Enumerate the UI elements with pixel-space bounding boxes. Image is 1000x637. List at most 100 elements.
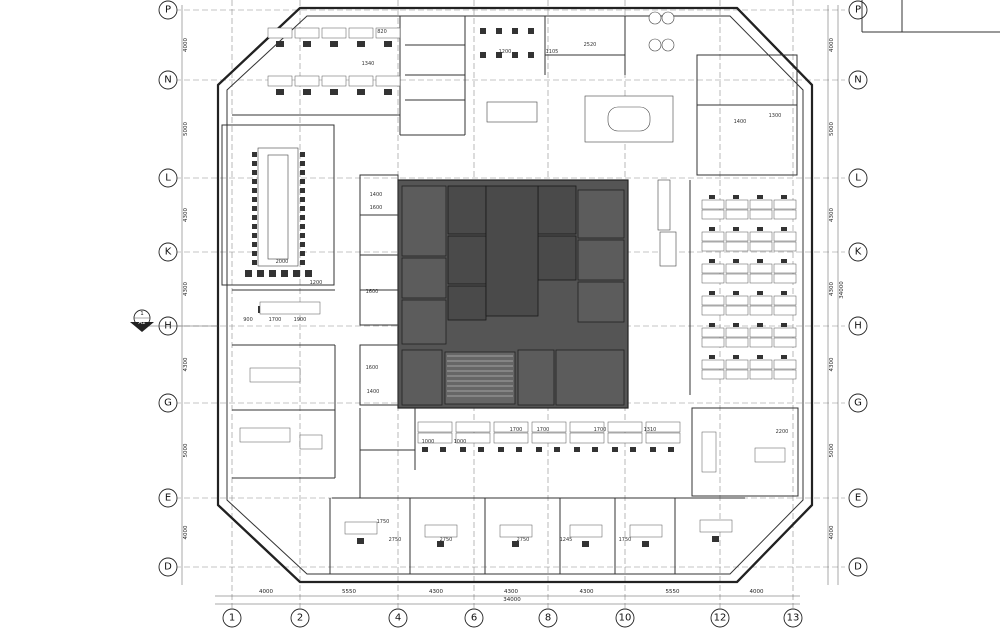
grid-bubble-row-E-left: E	[158, 488, 178, 508]
svg-text:D: D	[164, 562, 172, 573]
interior-dim-label: 820	[377, 29, 387, 35]
interior-dim-label: 2200	[776, 429, 789, 435]
right-span-label: 5000	[829, 443, 835, 457]
grid-bubble-row-P-right: P	[848, 0, 868, 20]
bottom-rooms	[329, 408, 745, 574]
grid-bubble-row-L-left: L	[158, 168, 178, 188]
interior-dim-label: 900	[243, 317, 253, 323]
svg-text:L: L	[855, 173, 861, 184]
grid-bubble-row-L-right: L	[848, 168, 868, 188]
interior-dim-label: 1400	[734, 119, 747, 125]
right-span-label: 4000	[829, 38, 835, 52]
building-core	[397, 179, 629, 409]
svg-text:6: 6	[471, 613, 477, 624]
svg-text:1: 1	[229, 613, 235, 624]
grid-bubble-row-G-right: G	[848, 393, 868, 413]
interior-dim-label: 1300	[769, 113, 782, 119]
right-span-label: 4300	[829, 357, 835, 371]
interior-dim-label: 1105	[546, 49, 559, 55]
bottom-span-label: 4300	[504, 589, 518, 595]
interior-dim-label: 1400	[370, 192, 383, 198]
svg-text:L: L	[165, 173, 171, 184]
left-span-label: 4300	[183, 282, 189, 296]
offices-left	[239, 301, 323, 450]
grid-bubble-col-8: 8	[538, 608, 558, 628]
title-block-corner	[861, 0, 1000, 33]
interior-dim-label: 1700	[510, 427, 523, 433]
section-marker-sheet: A2	[138, 320, 145, 326]
right-span-label: 5000	[829, 122, 835, 136]
right-span-label: 4000	[829, 525, 835, 539]
dimension-chains: 4000 5550 4300 4300 4300 5550 4000 34000 4000 400…	[181, 5, 845, 605]
interior-dim-label: 1600	[366, 365, 379, 371]
interior-dim-label: 2520	[584, 42, 597, 48]
grid-bubble-row-D-left: D	[158, 557, 178, 577]
svg-text:10: 10	[619, 613, 632, 624]
open-desks-bottom	[417, 421, 681, 452]
left-span-label: 4300	[183, 208, 189, 222]
bottom-span-label: 4000	[750, 589, 764, 595]
left-span-label: 4000	[183, 525, 189, 539]
grid-bubble-row-K-left: K	[158, 242, 178, 262]
svg-text:P: P	[855, 5, 861, 16]
bottom-span-label: 5550	[666, 589, 680, 595]
restrooms	[359, 174, 399, 406]
bottom-span-label: 4300	[429, 589, 443, 595]
interior-dim-label: 1700	[269, 317, 282, 323]
interior-dim-label: 1245	[560, 537, 573, 543]
interior-dim-label: 2750	[440, 537, 453, 543]
interior-dim-label: 1340	[362, 61, 375, 67]
left-span-label: 4000	[183, 38, 189, 52]
bottom-span-label: 5550	[342, 589, 356, 595]
grid-bubble-col-2: 2	[290, 608, 310, 628]
grid-bubble-row-P-left: P	[158, 0, 178, 20]
svg-text:2: 2	[297, 613, 303, 624]
grid-bubble-col-6: 6	[464, 608, 484, 628]
svg-text:P: P	[165, 5, 171, 16]
grid-bubble-row-H-right: H	[848, 316, 868, 336]
top-rooms	[232, 16, 798, 176]
right-partitions	[657, 179, 799, 497]
svg-text:E: E	[165, 493, 171, 504]
interior-dim-label: 1900	[294, 317, 307, 323]
section-marker-letter: 1	[140, 311, 144, 317]
interior-dim-label: 1200	[499, 49, 512, 55]
left-span-label: 5000	[183, 443, 189, 457]
svg-text:4: 4	[395, 613, 401, 624]
interior-dim-label: 2750	[517, 537, 530, 543]
left-span-label: 5000	[183, 122, 189, 136]
open-desks-right	[701, 195, 797, 380]
svg-text:N: N	[854, 75, 861, 86]
interior-dim-label: 1600	[366, 289, 379, 295]
grid-bubble-row-K-right: K	[848, 242, 868, 262]
exterior-walls	[216, 6, 814, 584]
svg-text:8: 8	[545, 613, 551, 624]
svg-text:K: K	[855, 247, 862, 258]
interior-dim-label: 1750	[377, 519, 390, 525]
svg-text:E: E	[855, 493, 861, 504]
svg-text:K: K	[165, 247, 172, 258]
meeting-room-left	[221, 124, 336, 479]
right-span-label: 4300	[829, 208, 835, 222]
bottom-office-desks	[344, 519, 733, 547]
svg-text:G: G	[164, 398, 172, 409]
right-total-label: 34000	[839, 281, 845, 299]
interior-dim-label: 1700	[594, 427, 607, 433]
grid-bubble-row-D-right: D	[848, 557, 868, 577]
bottom-span-label: 4000	[259, 589, 273, 595]
open-desks-top-left	[267, 11, 675, 95]
section-marker: 1 A2	[130, 309, 218, 332]
interior-dim-label: 1750	[619, 537, 632, 543]
interior-dim-label: 1700	[537, 427, 550, 433]
stair-treads	[447, 355, 513, 397]
grid-bubble-row-N-right: N	[848, 70, 868, 90]
grid-bubble-row-G-left: G	[158, 393, 178, 413]
interior-dim-label: 1600	[370, 205, 383, 211]
interior-dim-label: 2750	[389, 537, 402, 543]
interior-dim-label: 1400	[367, 389, 380, 395]
bottom-total-label: 34000	[503, 597, 521, 603]
grid-bubble-col-12: 12	[710, 608, 730, 628]
interior-dim-label: 1200	[310, 280, 323, 286]
